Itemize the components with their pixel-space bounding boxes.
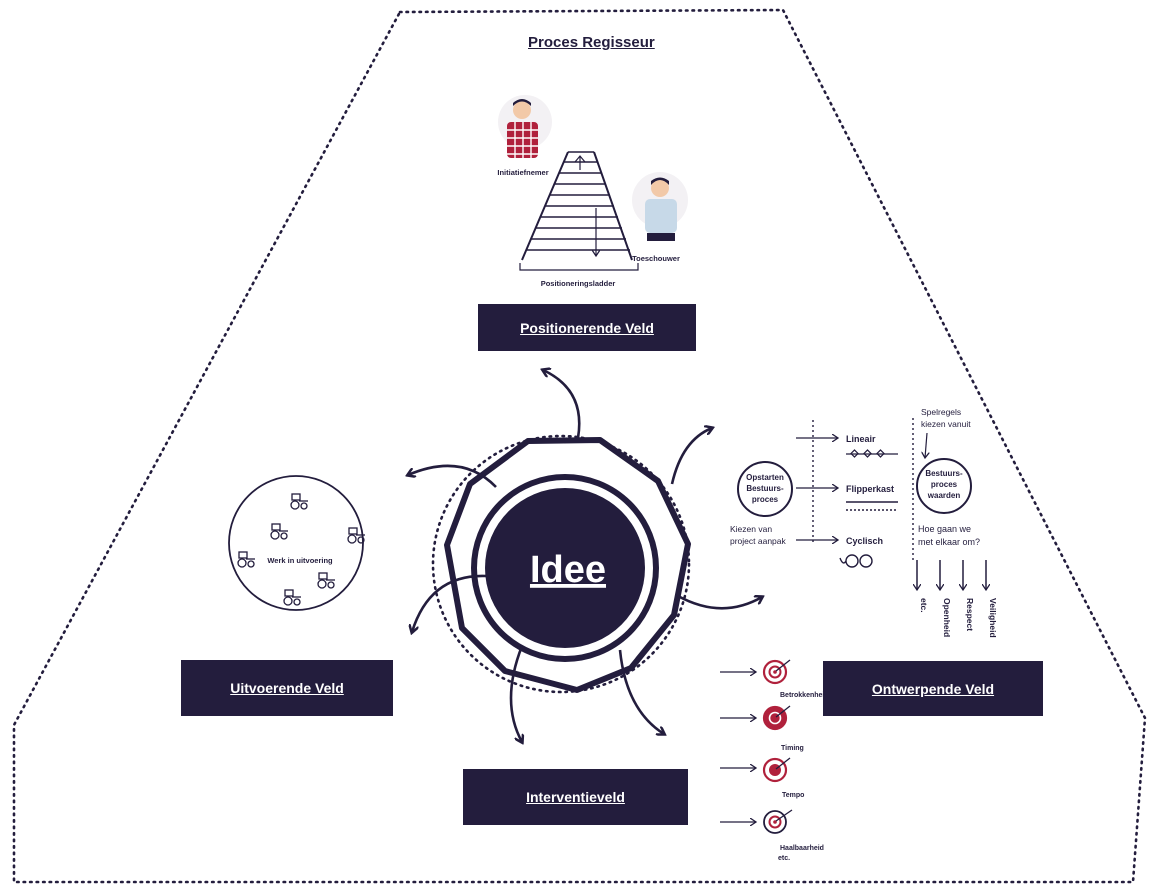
start-process-line3: proces (752, 495, 779, 504)
start-process-line1: Opstarten (746, 473, 784, 482)
lineair-label: Lineair (846, 434, 876, 444)
intervention-label-2: Timing (781, 745, 804, 752)
diagram-title: Proces Regisseur (528, 34, 655, 51)
lineair-icon (846, 449, 898, 458)
center-octagon (444, 437, 691, 693)
ontwerpende-veld-box[interactable]: Ontwerpende Veld (823, 661, 1043, 716)
execution-label: Werk in uitvoering (267, 556, 333, 565)
intervention-label-5: etc. (778, 855, 790, 862)
center-outer-ring (471, 474, 659, 662)
initiator-avatar (498, 95, 552, 158)
choose-approach-line2: project aanpak (730, 536, 787, 546)
intervention-label-1: Betrokkenheid (780, 692, 829, 699)
arrow-left (412, 574, 487, 632)
ladder-label: Positioneringsladder (541, 279, 616, 288)
positionerende-veld-box[interactable]: Positionerende Veld (478, 304, 696, 351)
tractor-icon (283, 589, 301, 606)
tractor-icon (347, 527, 365, 544)
arrow-right (677, 594, 762, 610)
tractor-icon (317, 572, 335, 589)
center-circle (485, 488, 645, 648)
arrow-down-left (509, 645, 522, 742)
start-process-line2: Bestuurs- (746, 484, 784, 493)
intervention-target-2 (720, 705, 791, 731)
tractor-icon (237, 551, 255, 568)
process-values-line1: Bestuurs- (925, 469, 963, 478)
value-etc: etc. (919, 598, 929, 613)
choose-approach-line1: Kiezen van (730, 524, 772, 534)
question-line2: met elkaar om? (918, 537, 980, 547)
radiating-arrows (408, 370, 762, 742)
spelregels-line2: kiezen vanuit (921, 419, 971, 429)
spelregels-line1: Spelregels (921, 407, 961, 417)
process-values-circle (916, 458, 972, 514)
value-respect: Respect (965, 598, 975, 631)
process-values-line3: waarden (927, 491, 961, 500)
interventions: Betrokkenheid Timing Tempo Haalbaarheid … (720, 659, 829, 862)
cyclisch-label: Cyclisch (846, 536, 883, 546)
flipperkast-label: Flipperkast (846, 484, 894, 494)
positioning-ladder (519, 151, 639, 271)
design-process: Opstarten Bestuurs- proces Lineair Flipp… (730, 407, 998, 638)
start-process-circle (737, 461, 793, 517)
cyclisch-icon (839, 554, 873, 568)
spectator-label: Toeschouwer (632, 254, 680, 263)
process-values-line2: proces (931, 480, 958, 489)
value-openheid: Openheid (942, 598, 952, 637)
initiator-label: Initiatiefnemer (497, 168, 548, 177)
tractor-icons (237, 493, 365, 606)
intervention-target-3 (720, 757, 791, 783)
intervention-label-3: Tempo (782, 792, 804, 799)
center-dotted-ring (431, 434, 691, 694)
interventieveld-box[interactable]: Interventieveld (463, 769, 688, 825)
arrow-up (543, 370, 581, 439)
question-line1: Hoe gaan we (918, 524, 971, 534)
center-label: Idee (530, 549, 606, 591)
values-arrows (917, 560, 986, 590)
value-veiligheid: Veiligheid (988, 598, 998, 638)
uitvoerende-veld-box[interactable]: Uitvoerende Veld (181, 660, 393, 716)
intervention-target-1 (720, 659, 791, 685)
spectator-avatar (632, 172, 688, 241)
execution-circle (228, 475, 364, 611)
tractor-icon (290, 493, 308, 510)
tractor-icon (270, 523, 288, 540)
process-director-boundary (12, 8, 1147, 884)
arrow-up-right (670, 428, 712, 485)
flipperkast-icon (846, 501, 898, 511)
arrow-upper-left (408, 464, 497, 488)
intervention-label-4: Haalbaarheid (780, 845, 824, 852)
arrow-down-right (618, 649, 664, 734)
intervention-target-4 (720, 809, 793, 834)
